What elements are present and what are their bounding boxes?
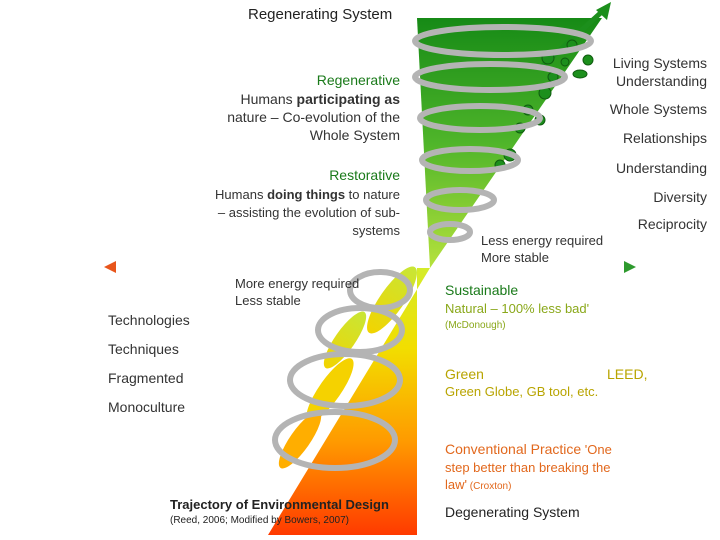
reciprocity-label: Reciprocity bbox=[637, 216, 707, 232]
conventional-line3-wrap: law' (Croxton) bbox=[445, 477, 511, 492]
restorative-line2: – assisting the evolution of sub- bbox=[217, 205, 400, 220]
croxton-credit: (Croxton) bbox=[467, 481, 512, 492]
restorative-line3: systems bbox=[352, 223, 400, 238]
spiral-loops-upper bbox=[412, 24, 594, 243]
more-energy-label: More energy required bbox=[235, 276, 360, 291]
regenerative-line1a: Humans bbox=[240, 91, 297, 107]
sustainable-heading: Sustainable bbox=[445, 282, 519, 298]
sustainable-credit: (McDonough) bbox=[445, 320, 506, 331]
more-energy-note: More energy required Less stable bbox=[235, 275, 359, 309]
green-heading: Green bbox=[445, 366, 484, 382]
regenerative-line2: nature – Co-evolution of the bbox=[227, 109, 400, 125]
understanding-label: Understanding bbox=[615, 160, 707, 176]
regenerative-line3: Whole System bbox=[309, 127, 400, 143]
green-examples: Green Globe, GB tool, etc. bbox=[445, 384, 599, 399]
restorative-description: Humans doing things to nature – assistin… bbox=[160, 186, 400, 240]
sustainable-line1: Natural – 100% less bad' bbox=[445, 301, 590, 316]
trajectory-credit: (Reed, 2006; Modified by Bowers, 2007) bbox=[170, 515, 349, 526]
growth-arrowhead bbox=[596, 2, 611, 20]
axis-arrow-right bbox=[624, 261, 636, 273]
living-systems-line2: Understanding bbox=[615, 73, 707, 89]
regenerative-heading: Regenerative bbox=[316, 72, 400, 88]
leed-label: LEED, bbox=[607, 366, 648, 382]
living-systems-label: Living Systems Understanding bbox=[613, 54, 707, 90]
list-item-fragmented: Fragmented bbox=[108, 370, 184, 386]
restorative-line1b: doing things bbox=[267, 187, 346, 202]
leaf-shape bbox=[278, 411, 322, 469]
diversity-label: Diversity bbox=[653, 189, 707, 205]
spiral-loops-lower bbox=[272, 269, 413, 471]
less-energy-label: Less energy required bbox=[481, 233, 604, 248]
restorative-line1a: Humans bbox=[215, 187, 268, 202]
restorative-line1c: to nature bbox=[345, 187, 400, 202]
relationships-label: Relationships bbox=[622, 130, 707, 146]
conventional-heading-line: Conventional Practice 'One bbox=[445, 441, 612, 457]
whole-systems-label: Whole Systems bbox=[609, 101, 707, 117]
regenerative-description: Humans participating as nature – Co-evol… bbox=[160, 90, 400, 144]
conventional-line3: law' bbox=[445, 477, 467, 492]
regenerative-line1b: participating as bbox=[296, 91, 400, 107]
restorative-heading: Restorative bbox=[329, 167, 400, 183]
diagram-title: Regenerating System bbox=[248, 6, 393, 23]
less-energy-note: Less energy required More stable bbox=[481, 232, 603, 266]
list-item-techniques: Techniques bbox=[108, 341, 179, 357]
conventional-line2: step better than breaking the bbox=[445, 460, 611, 475]
more-stable-label: More stable bbox=[481, 250, 549, 265]
conventional-one: 'One bbox=[581, 442, 612, 457]
list-item-technologies: Technologies bbox=[108, 312, 190, 328]
axis-arrow-left bbox=[104, 261, 116, 273]
conventional-heading: Conventional Practice bbox=[445, 441, 582, 457]
degenerating-label: Degenerating System bbox=[445, 504, 580, 520]
living-systems-line1: Living Systems bbox=[612, 55, 707, 71]
list-item-monoculture: Monoculture bbox=[108, 399, 186, 415]
trajectory-caption: Trajectory of Environmental Design bbox=[170, 497, 389, 512]
less-stable-label: Less stable bbox=[235, 293, 301, 308]
